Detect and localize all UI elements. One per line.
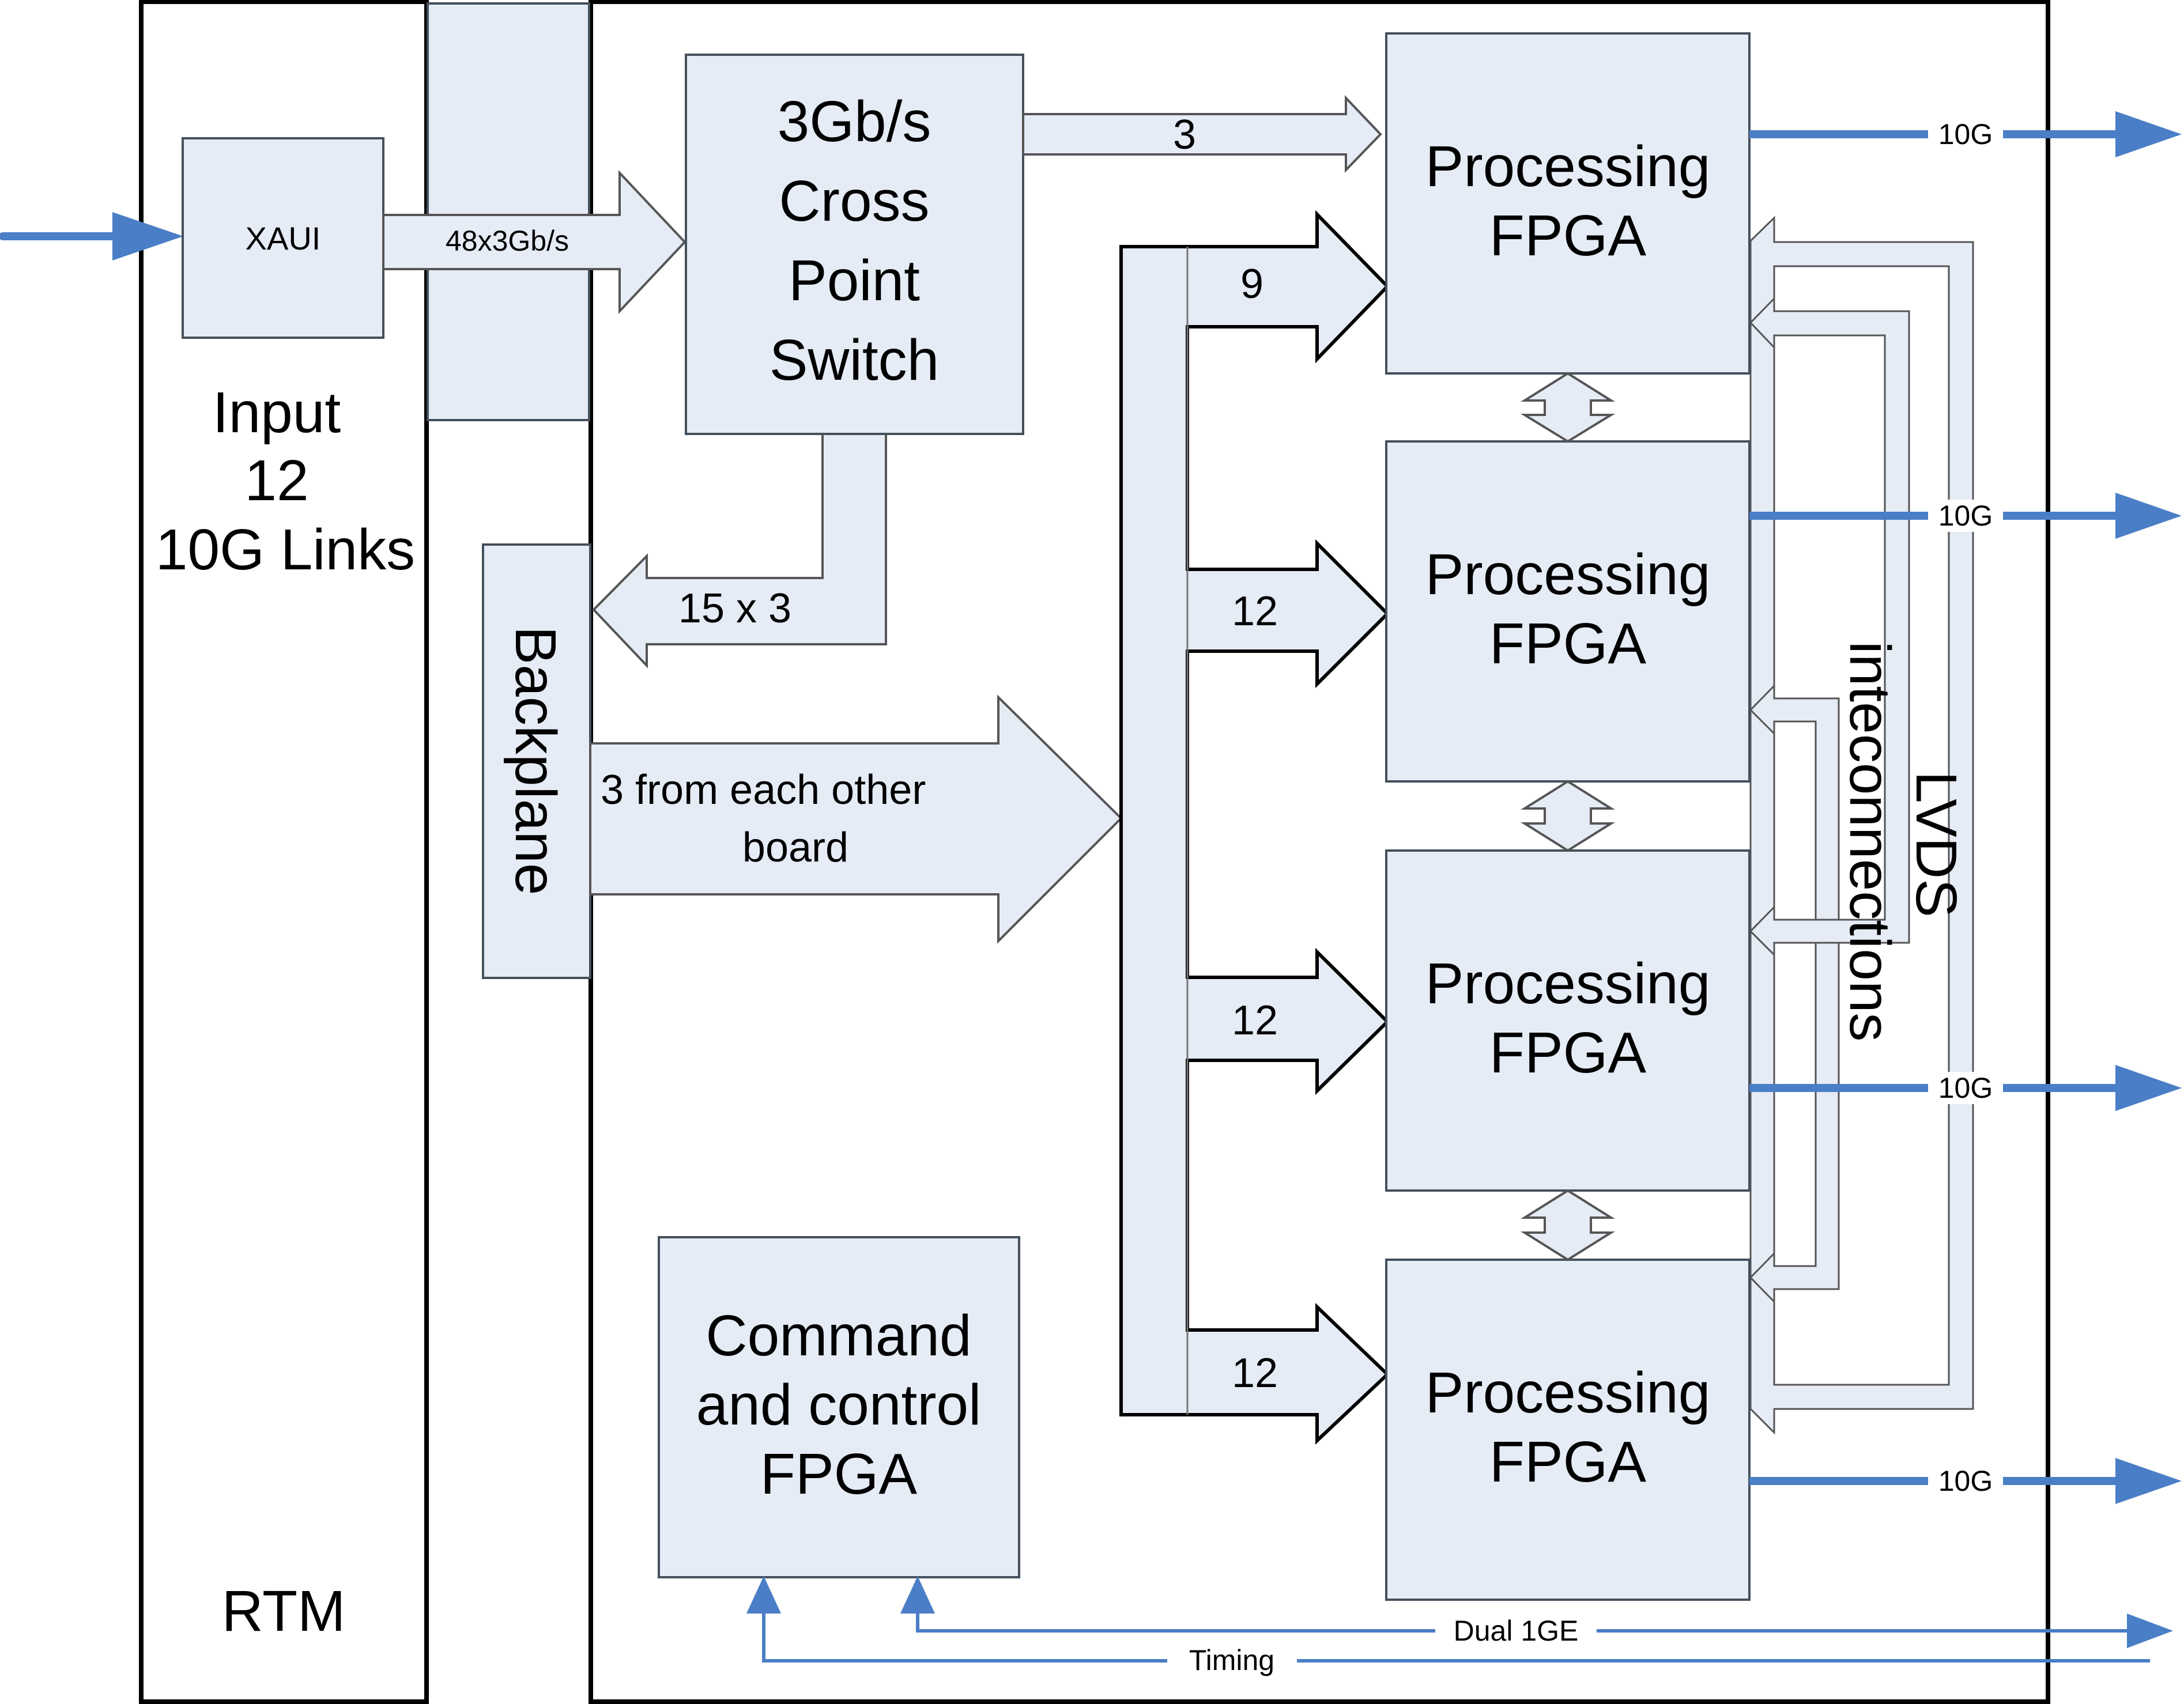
command-line-1: Command — [706, 1303, 971, 1368]
fpga2-line-2: FPGA — [1489, 611, 1647, 676]
xaui-label: XAUI — [246, 220, 321, 256]
fpga2-fpga3-link — [1521, 780, 1615, 852]
input-links-line-2: 12 — [244, 448, 308, 513]
fpga4-output-arrowhead — [2115, 1458, 2182, 1504]
processing-fpga-4 — [1385, 1259, 1751, 1601]
crosspoint-line-2: Cross — [779, 169, 929, 233]
fpga4-line-1: Processing — [1425, 1361, 1711, 1425]
lvds-label-line-2: inteconnections — [1838, 641, 1902, 1042]
timing-label-bg — [1167, 1643, 1297, 1677]
processing-fpga-3 — [1385, 849, 1751, 1192]
switch-to-fpga1-arrow — [1022, 95, 1382, 173]
dual-1ge-arrow-right — [2127, 1614, 2173, 1648]
rtm-label: RTM — [222, 1579, 346, 1643]
other-boards-line-2: board — [742, 825, 848, 871]
fpga1-line-1: Processing — [1425, 134, 1711, 199]
xaui-box — [182, 137, 384, 339]
input-arrowhead — [112, 212, 183, 260]
lvds-label-line-1: LVDS — [1904, 771, 1968, 917]
crosspoint-line-4: Switch — [770, 328, 940, 392]
fpga2-output-label-bg — [1928, 500, 2003, 532]
fpga4-output-label-bg — [1928, 1465, 2003, 1497]
bus-label-2: 12 — [1232, 588, 1278, 634]
backplane-label: Backplane — [503, 626, 568, 896]
fpga3-output-label: 10G — [1938, 1072, 1993, 1104]
fpga1-fpga2-link — [1520, 372, 1616, 443]
command-line-3: FPGA — [760, 1442, 918, 1506]
fpga3-output-label-bg — [1928, 1072, 2003, 1104]
switch-fpga1-label: 3 — [1173, 112, 1196, 158]
command-line-2: and control — [696, 1373, 982, 1437]
fpga3-output-arrowhead — [2115, 1065, 2182, 1111]
crosspoint-line-1: 3Gb/s — [778, 89, 931, 154]
xaui-to-switch-arrow — [382, 169, 686, 315]
fpga1-line-2: FPGA — [1489, 203, 1647, 268]
switch-backplane-label: 15 x 3 — [678, 585, 791, 632]
command-control-fpga — [658, 1236, 1020, 1578]
fpga2-output-arrowhead — [2115, 493, 2182, 539]
bus-label-1: 9 — [1240, 261, 1263, 307]
backplane-box — [482, 543, 591, 979]
dual-1ge-arrow-up — [900, 1576, 935, 1614]
bus-label-4: 12 — [1232, 1350, 1278, 1396]
fpga4-output-label: 10G — [1938, 1465, 1993, 1497]
input-links-line-3: 10G Links — [156, 517, 415, 582]
crosspoint-line-3: Point — [789, 248, 920, 313]
timing-line — [762, 1605, 2150, 1663]
fpga4-line-2: FPGA — [1489, 1430, 1647, 1494]
fpga3-line-1: Processing — [1425, 951, 1711, 1016]
connector-strip — [427, 2, 590, 421]
fpga3-fpga4-link — [1521, 1189, 1615, 1261]
input-links-line-1: Input — [213, 380, 341, 445]
dual-1ge-label-bg — [1435, 1614, 1597, 1647]
fpga2-output-label: 10G — [1938, 500, 1993, 532]
fpga1-output-label-bg — [1928, 118, 2003, 150]
other-boards-line-1: 3 from each other — [601, 767, 926, 813]
other-boards-arrow — [589, 694, 1123, 944]
fpga1-output-arrowhead — [2115, 111, 2182, 157]
fpga2-line-1: Processing — [1425, 542, 1711, 607]
processing-fpga-2 — [1385, 440, 1751, 783]
fpga1-output-label: 10G — [1938, 118, 1993, 150]
fpga3-line-2: FPGA — [1489, 1021, 1647, 1085]
xaui-link-label: 48x3Gb/s — [446, 225, 569, 257]
switch-to-backplane-arrow — [592, 432, 887, 669]
processing-fpga-1 — [1385, 32, 1751, 375]
bus-label-3: 12 — [1232, 998, 1278, 1044]
timing-arrow-up — [746, 1576, 781, 1614]
timing-label: Timing — [1189, 1644, 1274, 1676]
crosspoint-switch-box — [685, 54, 1024, 435]
dual-1ge-label: Dual 1GE — [1454, 1615, 1579, 1647]
